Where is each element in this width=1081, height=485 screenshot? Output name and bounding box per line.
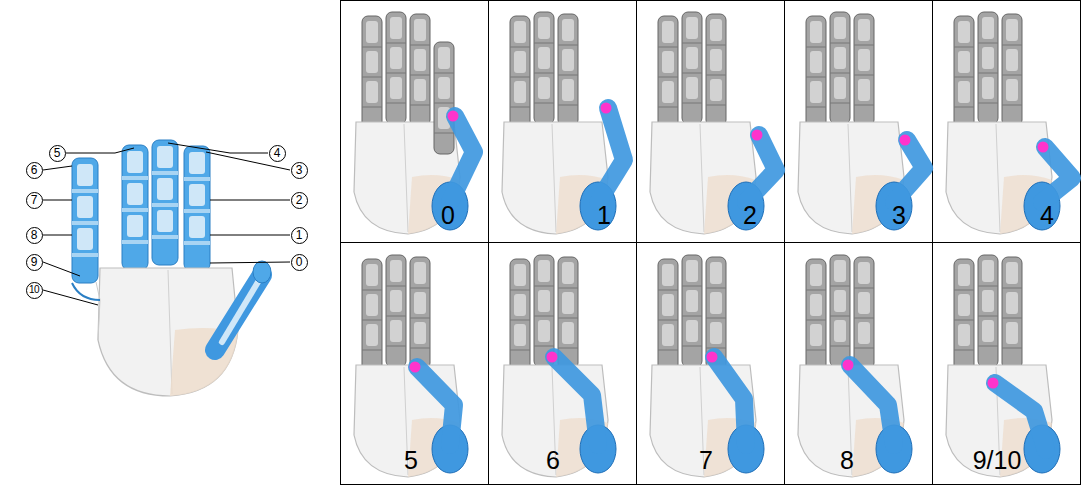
illustration-part — [168, 270, 172, 394]
illustration-part — [798, 255, 912, 477]
illustration-part — [341, 1, 1081, 485]
illustration-part — [946, 255, 1060, 477]
illustration-part — [122, 145, 148, 270]
thumb-pose — [798, 255, 912, 477]
illustration-part — [502, 255, 616, 477]
illustration-part — [410, 362, 421, 373]
illustration-part — [43, 262, 80, 276]
callout-number: 3 — [291, 162, 308, 179]
illustration-part — [1042, 147, 1072, 202]
panel-label: 1 — [597, 203, 611, 228]
illustration-part — [746, 135, 776, 202]
illustration-part — [601, 103, 612, 114]
illustration-part — [1038, 142, 1049, 153]
illustration-part — [66, 148, 134, 153]
panel-label: 8 — [840, 448, 854, 473]
panel-label: 5 — [404, 448, 418, 473]
illustration-part — [222, 282, 258, 342]
illustration-part — [448, 111, 459, 122]
thumb-pose — [946, 12, 1072, 234]
illustration-part — [43, 166, 72, 170]
illustration-part — [72, 283, 100, 300]
thumb-pose — [354, 255, 468, 477]
illustration-part — [210, 235, 290, 236]
illustration-part — [988, 378, 999, 389]
panel-label: 9/10 — [973, 448, 1022, 473]
illustration-part — [354, 255, 468, 477]
callout-number: 4 — [269, 145, 286, 162]
illustration-part — [488, 0, 489, 485]
illustration-part — [784, 0, 785, 485]
panel-label: 3 — [892, 203, 906, 228]
illustration-part — [96, 282, 100, 340]
illustration-part — [850, 365, 894, 445]
callout-number: 9 — [26, 254, 43, 271]
thumb-pose — [798, 12, 924, 234]
illustration-part — [714, 357, 746, 445]
thumb-pose — [650, 255, 764, 477]
illustration-part — [43, 200, 72, 201]
panel-label: 2 — [743, 203, 757, 228]
illustration-part — [417, 367, 454, 445]
illustration-part — [340, 242, 1081, 243]
callout-number: 5 — [49, 145, 66, 162]
panel-grid — [340, 0, 1081, 485]
illustration-part — [210, 262, 290, 263]
illustration-part — [210, 200, 290, 201]
illustration-part — [184, 146, 210, 271]
callout-number: 10 — [26, 282, 43, 299]
illustration-part — [43, 235, 72, 236]
illustration-part — [215, 275, 262, 350]
illustration-part — [636, 0, 637, 485]
callout-number: 0 — [291, 254, 308, 271]
illustration-part — [450, 116, 474, 202]
callout-number: 8 — [26, 227, 43, 244]
illustration-part — [598, 108, 624, 202]
callout-number: 2 — [291, 192, 308, 209]
leader-lines — [43, 143, 290, 305]
thumb-pose — [354, 12, 474, 234]
illustration-part — [932, 0, 933, 485]
thumb-pose — [946, 255, 1060, 477]
illustration-part — [650, 255, 764, 477]
illustration-part — [894, 140, 924, 202]
illustration-part — [843, 360, 854, 371]
panel-label: 4 — [1040, 203, 1054, 228]
illustration-part — [72, 158, 98, 283]
panel-label: 0 — [441, 203, 455, 228]
illustration-part — [707, 352, 718, 363]
illustration-part — [168, 143, 268, 153]
callout-number: 1 — [291, 227, 308, 244]
robot-hand — [72, 140, 271, 396]
illustration-part — [554, 357, 598, 445]
panel-label: 7 — [699, 448, 713, 473]
thumb-pose — [650, 12, 776, 234]
illustration-part — [434, 42, 454, 154]
illustration-part — [152, 140, 178, 265]
illustration-part — [547, 352, 558, 363]
thumb-pose — [502, 12, 624, 234]
illustration-part — [995, 383, 1046, 450]
thumb-pose — [502, 255, 616, 477]
illustration-part — [752, 130, 763, 141]
illustration-part — [253, 261, 271, 283]
illustration-part — [900, 135, 911, 146]
panel-label: 6 — [546, 448, 560, 473]
illustration-part — [43, 290, 98, 305]
callout-number: 7 — [26, 192, 43, 209]
callout-number: 6 — [26, 162, 43, 179]
